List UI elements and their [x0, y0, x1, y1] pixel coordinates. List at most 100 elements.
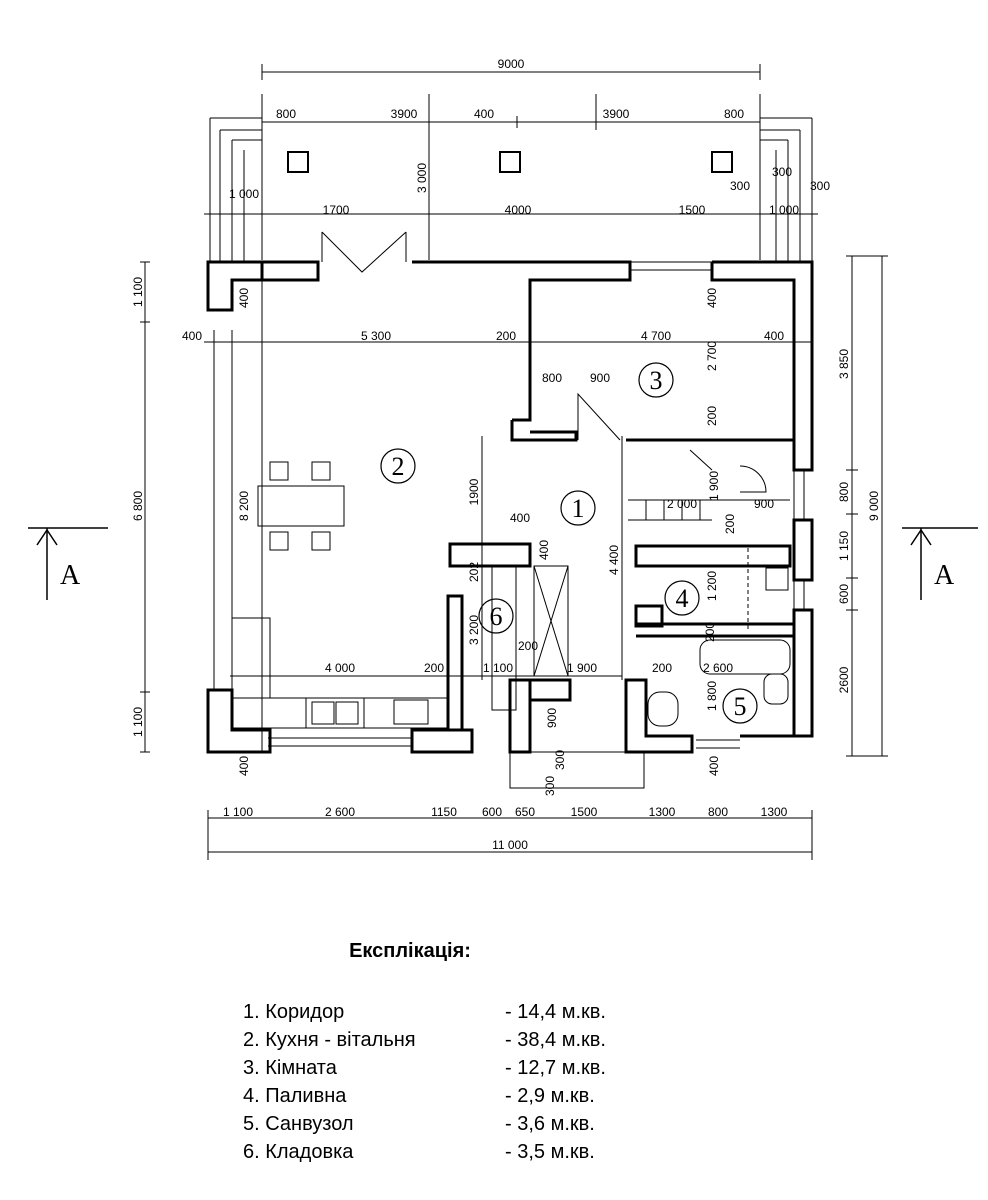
dim-top-part: 3900	[603, 107, 630, 121]
legend-room-name: 2. Кухня - вітальня	[243, 1029, 416, 1051]
dim-lower-vertical: 900	[545, 708, 559, 728]
dim-left-vertical: 1 100	[131, 707, 145, 737]
legend-row: 4. Паливна - 2,9 м.кв.	[243, 1082, 606, 1110]
legend-room-area: - 12,7 м.кв.	[505, 1057, 606, 1079]
dim-top-small: 300	[810, 179, 830, 193]
legend-room-name: 1. Коридор	[243, 1001, 345, 1023]
legend-room-name: 4. Паливна	[243, 1085, 347, 1107]
dim-center: 400	[537, 540, 551, 560]
dim-room3: 400	[705, 288, 719, 308]
legend-row: 5. Санвузол - 3,6 м.кв.	[243, 1110, 606, 1138]
room-number: 2	[392, 452, 405, 481]
dim-left-inner: 400	[237, 756, 251, 776]
dim-bottom-part: 1300	[761, 805, 788, 819]
legend-row: 1. Коридор - 14,4 м.кв.	[243, 998, 606, 1026]
dim-top-mid: 1500	[679, 203, 706, 217]
legend-row: 3. Кімната - 12,7 м.кв.	[243, 1054, 606, 1082]
dim-lower-vertical: 1 800	[705, 681, 719, 711]
dim-stairs: 900	[754, 497, 774, 511]
dim-top-mid: 1 000	[769, 203, 799, 217]
dim-left-vertical: 1 100	[131, 277, 145, 307]
dim-stairs: 1 200	[705, 571, 719, 601]
dim-top-vertical: 3 000	[415, 163, 429, 193]
dim-bottom-part: 1300	[649, 805, 676, 819]
legend-room-area: - 3,6 м.кв.	[505, 1113, 595, 1135]
room-number: 6	[490, 602, 503, 631]
dim-top-small: 300	[772, 165, 792, 179]
room-number: 5	[734, 692, 747, 721]
dim-center: 1900	[467, 478, 481, 505]
legend: 1. Коридор - 14,4 м.кв. 2. Кухня - вітал…	[243, 998, 606, 1166]
dim-upper-row: 200	[496, 329, 516, 343]
dim-top-small: 300	[730, 179, 750, 193]
legend-room-name: 6. Кладовка	[243, 1141, 354, 1163]
dim-right-vertical: 3 850	[837, 349, 851, 379]
dim-right-vertical: 1 150	[837, 531, 851, 561]
dim-top-overall: 9000	[498, 57, 525, 71]
legend-room-area: - 2,9 м.кв.	[505, 1085, 595, 1107]
legend-room-name: 3. Кімната	[243, 1057, 337, 1079]
dim-center: 200	[518, 639, 538, 653]
dim-upper-row: 400	[182, 329, 202, 343]
dim-bottom-part: 2 600	[325, 805, 355, 819]
dim-lower-row: 200	[652, 661, 672, 675]
legend-row: 6. Кладовка - 3,5 м.кв.	[243, 1138, 606, 1166]
dim-top-part: 400	[474, 107, 494, 121]
dim-bottom-part: 1150	[431, 805, 457, 819]
dim-right-vertical: 9 000	[867, 491, 881, 521]
dim-upper-row: 400	[764, 329, 784, 343]
legend-room-area: - 3,5 м.кв.	[505, 1141, 595, 1163]
dim-left-inner: 8 200	[237, 491, 251, 521]
dim-lower-vertical: 400	[707, 756, 721, 776]
dim-room3: 800	[542, 371, 562, 385]
dim-upper-row: 4 700	[641, 329, 671, 343]
legend-room-area: - 38,4 м.кв.	[505, 1029, 606, 1051]
room-number: 4	[676, 584, 689, 613]
dim-bottom-part: 650	[515, 805, 535, 819]
dim-lower-vertical: 300	[543, 776, 557, 796]
dim-top-mid: 1 000	[229, 187, 259, 201]
dim-top-mid: 1700	[323, 203, 350, 217]
dim-lower-vertical: 300	[553, 750, 567, 770]
dim-stairs: 2 000	[667, 497, 697, 511]
dim-bottom-part: 1500	[571, 805, 598, 819]
dim-center: 202	[467, 562, 481, 582]
dim-room3: 2 700	[705, 341, 719, 371]
dim-room3: 200	[705, 406, 719, 426]
floor-plan: 9000 800 3900 400 3900 800 3 000 1 000 1…	[28, 57, 978, 860]
legend-row: 2. Кухня - вітальня - 38,4 м.кв.	[243, 1026, 606, 1054]
dim-top-part: 800	[276, 107, 296, 121]
dim-center: 400	[510, 511, 530, 525]
dim-stairs: 1 900	[707, 471, 721, 501]
dim-lower-row: 1 100	[483, 661, 513, 675]
dim-lower-row: 1 900	[567, 661, 597, 675]
section-mark-left: A	[60, 560, 81, 591]
dim-top-part: 3900	[391, 107, 418, 121]
dim-top-part: 800	[724, 107, 744, 121]
dim-bottom-overall: 11 000	[492, 838, 528, 852]
dim-right-vertical: 2600	[837, 666, 851, 693]
dim-bottom-part: 800	[708, 805, 728, 819]
dim-center: 3 200	[467, 615, 481, 645]
dim-stairs: 200	[723, 514, 737, 534]
room-number: 1	[572, 494, 585, 523]
dim-top-mid: 4000	[505, 203, 532, 217]
section-mark-right: A	[934, 560, 955, 591]
dim-upper-row: 5 300	[361, 329, 391, 343]
dim-center: 4 400	[607, 545, 621, 575]
dim-right-vertical: 800	[837, 482, 851, 502]
dim-left-inner: 400	[237, 288, 251, 308]
dim-right-vertical: 600	[837, 584, 851, 604]
dim-lower-row: 200	[424, 661, 444, 675]
dim-lower-row: 4 000	[325, 661, 355, 675]
dim-bottom-part: 1 100	[223, 805, 253, 819]
legend-title: Експлікація:	[349, 940, 471, 962]
dim-bottom-part: 600	[482, 805, 502, 819]
dim-stairs: 200	[703, 622, 717, 642]
room-number: 3	[650, 366, 663, 395]
dim-room3: 900	[590, 371, 610, 385]
dim-left-vertical: 6 800	[131, 491, 145, 521]
dim-lower-row: 2 600	[703, 661, 733, 675]
legend-room-area: - 14,4 м.кв.	[505, 1001, 606, 1023]
legend-room-name: 5. Санвузол	[243, 1113, 354, 1135]
